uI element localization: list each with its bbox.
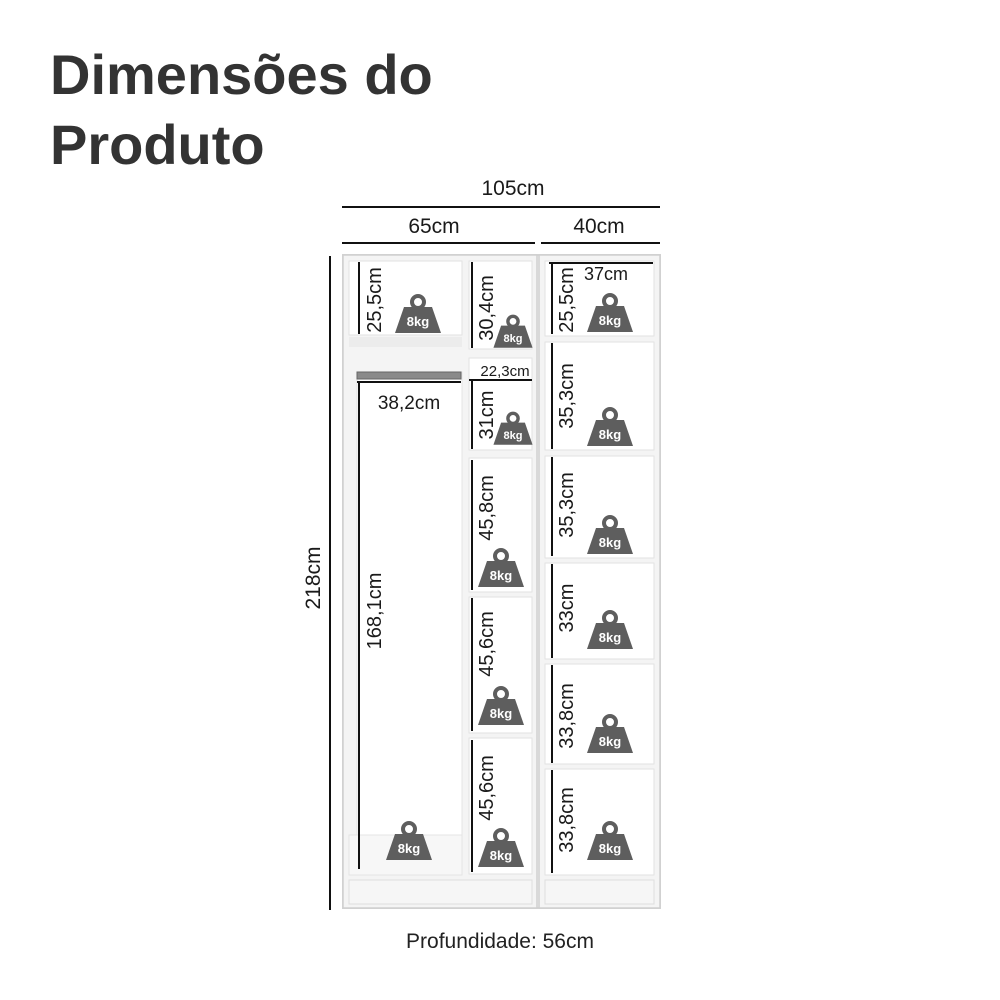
weight-icon-right-6: 8kg [587,821,633,860]
hanging-height-label: 168,1cm [364,573,386,650]
page-title: Dimensões do Produto [50,40,433,180]
title-line-2: Produto [50,113,265,176]
weight-label: 8kg [599,630,621,645]
title-line-1: Dimensões do [50,43,433,106]
right-height-label-6: 33,8cm [556,787,578,853]
weight-icon-middle-4: 8kg [478,686,524,725]
top-left-height-label: 25,5cm [364,267,386,333]
weight-icon-top-left: 8kg [395,294,441,333]
total-height-label: 218cm [302,546,325,609]
weight-label: 8kg [599,841,621,856]
weight-label: 8kg [503,333,522,345]
hanging-rod [356,371,462,380]
weight-label: 8kg [599,427,621,442]
middle-height-label-5: 45,6cm [476,755,498,821]
weight-icon-middle-5: 8kg [478,828,524,867]
right-height-label-4: 33cm [556,584,578,633]
middle-height-label-3: 45,8cm [476,475,498,541]
weight-icon-right-2: 8kg [587,407,633,446]
total-width-label: 105cm [481,177,544,200]
weight-icon-right-1: 8kg [587,293,633,332]
right-height-label-5: 33,8cm [556,683,578,749]
weight-label: 8kg [490,568,512,583]
middle-height-label-4: 45,6cm [476,611,498,677]
weight-label: 8kg [490,848,512,863]
right-height-label-2: 35,3cm [556,363,578,429]
hanging-niche [356,371,463,836]
left-width-label: 65cm [408,215,459,238]
right-height-label-1: 25,5cm [556,267,578,333]
weight-icon-right-3: 8kg [587,515,633,554]
weight-icon-right-5: 8kg [587,714,633,753]
middle-height-label-2: 31cm [476,391,498,440]
weight-icon-middle-3: 8kg [478,548,524,587]
right-width-label: 40cm [573,215,624,238]
right-plinth [544,879,655,905]
weight-label: 8kg [599,535,621,550]
depth-label: Profundidade: 56cm [406,930,594,953]
right-width-inner-label: 37cm [584,264,628,284]
weight-label: 8kg [599,313,621,328]
weight-label: 8kg [407,314,429,329]
weight-icon-right-4: 8kg [587,610,633,649]
weight-label: 8kg [599,734,621,749]
rod-width-label: 38,2cm [378,393,440,414]
weight-icon-middle-1: 8kg [493,314,533,348]
left-plinth [348,879,533,905]
weight-label: 8kg [490,706,512,721]
wardrobe-shelf-top-left [349,337,462,347]
weight-label: 8kg [398,841,420,856]
weight-icon-middle-2: 8kg [493,411,533,445]
middle-width-label: 22,3cm [480,363,529,380]
right-height-label-3: 35,3cm [556,472,578,538]
weight-icon-bottom-left: 8kg [386,821,432,860]
weight-label: 8kg [503,430,522,442]
middle-height-label-1: 30,4cm [476,275,498,341]
